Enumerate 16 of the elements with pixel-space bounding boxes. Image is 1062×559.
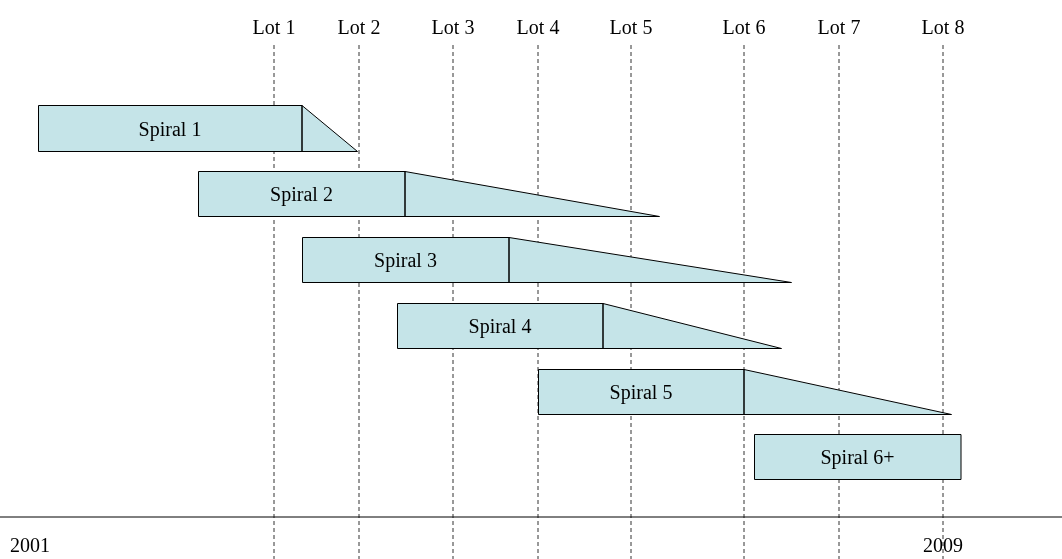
bar-label: Spiral 6+ (820, 445, 895, 469)
bar-label: Spiral 4 (468, 314, 532, 338)
lot-label: Lot 7 (817, 15, 861, 39)
bar-label: Spiral 2 (270, 182, 333, 206)
lot-label: Lot 6 (722, 15, 766, 39)
bar-label: Spiral 5 (609, 380, 673, 404)
lot-label: Lot 8 (921, 15, 965, 39)
year-label: 2009 (923, 533, 963, 557)
lot-label: Lot 2 (337, 15, 381, 39)
lot-label: Lot 5 (609, 15, 653, 39)
lot-label: Lot 4 (516, 15, 560, 39)
bar-label: Spiral 3 (374, 248, 437, 272)
bar-label: Spiral 1 (138, 117, 202, 140)
year-label: 2001 (10, 533, 50, 557)
lot-label: Lot 1 (252, 15, 296, 39)
lot-label: Lot 3 (431, 15, 475, 39)
